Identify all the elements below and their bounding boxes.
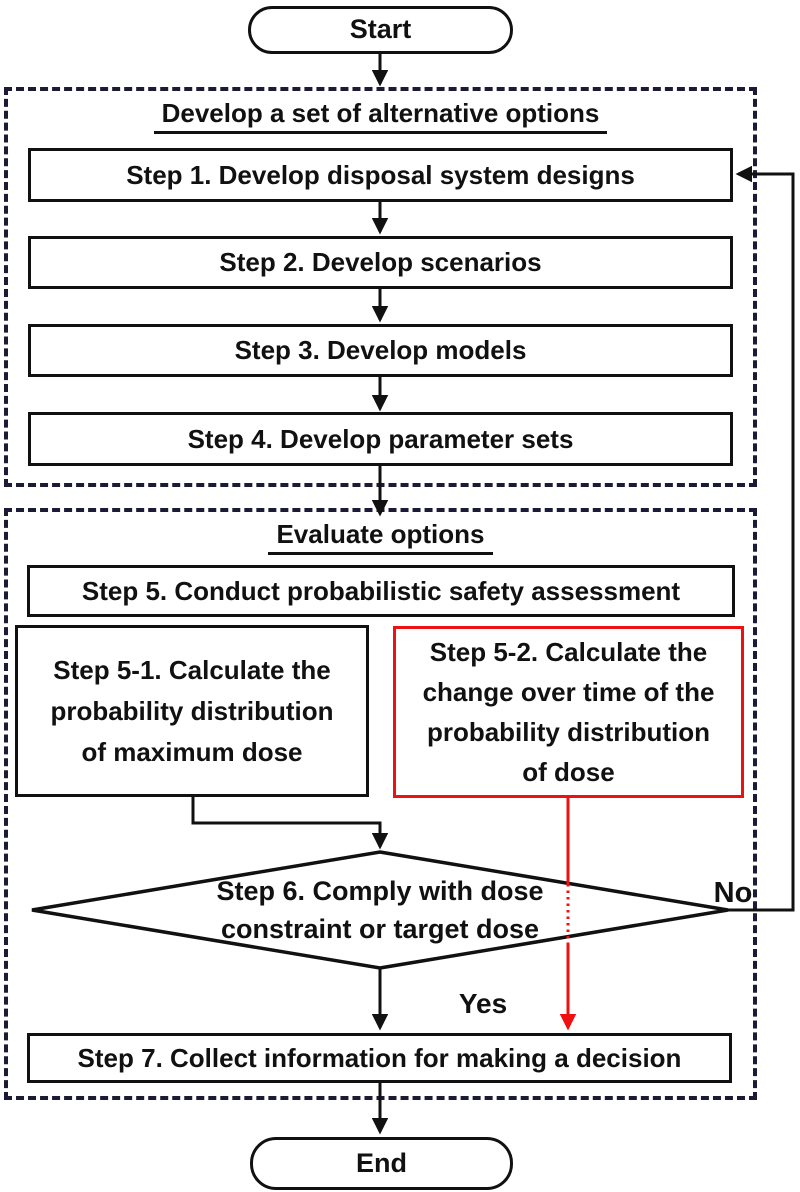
step5-1-line1: Step 5-1. Calculate the (53, 654, 331, 685)
edge-step5-1-to-step6 (191, 797, 389, 850)
step3-box: Step 3. Develop models (28, 324, 733, 377)
start-node: Start (248, 6, 513, 54)
step6-line2: constraint or target dose (220, 914, 540, 944)
step6-line1: Step 6. Comply with dose (216, 876, 544, 906)
step5-1-box: Step 5-1. Calculate the probability dist… (15, 625, 369, 797)
step7-box: Step 7. Collect information for making a… (27, 1033, 732, 1083)
step5-1-line2: probability distribution (50, 695, 334, 726)
group-evaluate-title-text: Evaluate options (268, 519, 493, 555)
group-evaluate-title: Evaluate options (8, 512, 753, 555)
step5-2-line3: probability distribution (426, 717, 711, 747)
step5-label: Step 5. Conduct probabilistic safety ass… (81, 575, 681, 606)
step6-decision-label: Step 6. Comply with dose constraint or t… (130, 872, 630, 948)
edge-step6-no-to-step1 (728, 165, 795, 912)
step5-box: Step 5. Conduct probabilistic safety ass… (27, 565, 735, 617)
step1-box: Step 1. Develop disposal system designs (28, 148, 733, 202)
step5-2-box-red: Step 5-2. Calculate the change over time… (393, 626, 744, 798)
step2-box: Step 2. Develop scenarios (28, 236, 733, 289)
step2-label: Step 2. Develop scenarios (219, 247, 542, 278)
step4-box: Step 4. Develop parameter sets (28, 412, 733, 466)
step1-label: Step 1. Develop disposal system designs (126, 159, 635, 190)
group-develop-title-text: Develop a set of alternative options (153, 98, 608, 134)
no-branch-label: No (713, 877, 753, 909)
step7-label: Step 7. Collect information for making a… (77, 1042, 682, 1073)
step5-2-line4: of dose (522, 757, 615, 787)
group-develop-title: Develop a set of alternative options (8, 91, 753, 134)
end-label: End (356, 1147, 407, 1178)
yes-branch-label: Yes (458, 988, 508, 1019)
step4-label: Step 4. Develop parameter sets (187, 423, 574, 454)
step5-2-line2: change over time of the (422, 677, 715, 707)
step3-label: Step 3. Develop models (234, 335, 527, 366)
step5-2-line1: Step 5-2. Calculate the (429, 637, 708, 667)
start-label: Start (349, 14, 412, 45)
step5-1-line3: of maximum dose (81, 736, 303, 767)
end-node: End (250, 1137, 513, 1190)
